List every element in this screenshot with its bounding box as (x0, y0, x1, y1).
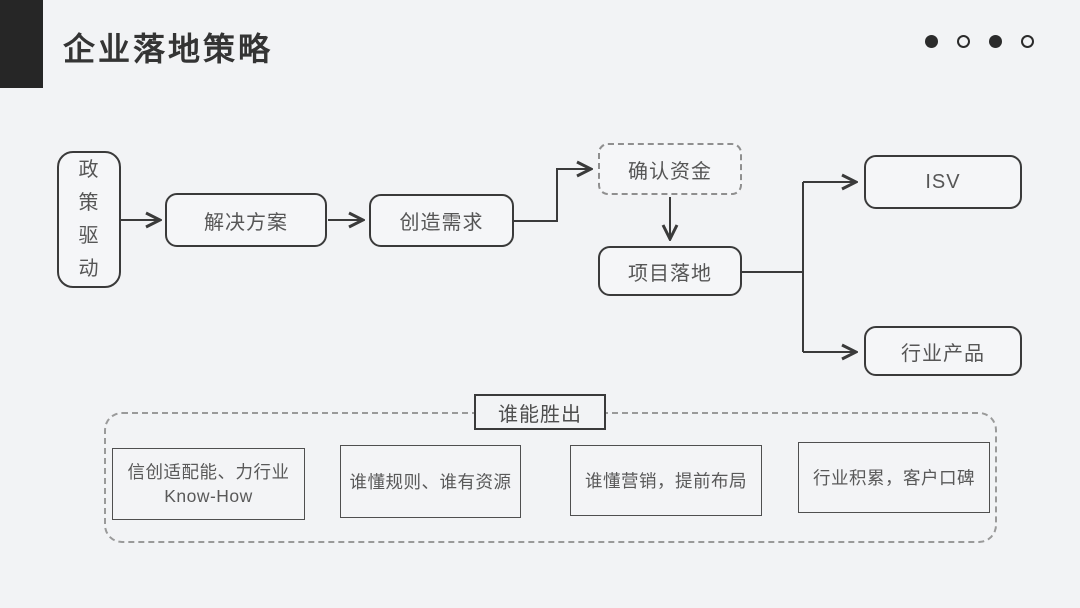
pagination-dot-hollow[interactable] (1021, 35, 1034, 48)
winners-title: 谁能胜出 (474, 394, 606, 430)
flow-node-industry-product-label: 行业产品 (901, 342, 985, 365)
winner-item-rules-resources: 谁懂规则、谁有资源 (340, 445, 521, 518)
flow-node-isv-label: ISV (925, 170, 961, 193)
winner-item-label: 信创适配能、力行业 (127, 462, 290, 482)
logo-block (0, 0, 43, 88)
pagination-dots (925, 35, 1034, 48)
edge-demand-funding (514, 169, 590, 222)
winner-item-label: 谁懂规则、谁有资源 (349, 471, 512, 492)
flow-node-policy-label: 政策驱动 (78, 158, 100, 280)
flow-node-policy: 政策驱动 (57, 151, 121, 288)
slide-title: 企业落地策略 (63, 31, 274, 67)
winner-item-label: 行业积累，客户口碑 (813, 467, 975, 488)
winner-item-xinchuang: 信创适配能、力行业 Know-How (112, 448, 305, 520)
winner-item-label: 谁懂营销，提前布局 (585, 470, 747, 491)
flow-node-industry-product: 行业产品 (864, 326, 1022, 376)
flow-node-isv: ISV (864, 155, 1022, 209)
flow-node-funding: 确认资金 (598, 143, 742, 195)
flow-node-landing: 项目落地 (598, 246, 742, 296)
flow-node-demand-label: 创造需求 (399, 212, 484, 234)
edge-landing-branch (742, 182, 804, 352)
flow-node-funding-label: 确认资金 (628, 160, 712, 183)
winner-item-marketing: 谁懂营销，提前布局 (570, 445, 762, 516)
pagination-dot-filled[interactable] (989, 35, 1002, 48)
flow-node-demand: 创造需求 (369, 194, 514, 247)
flow-node-landing-label: 项目落地 (628, 262, 712, 285)
flow-node-solution: 解决方案 (165, 193, 327, 247)
pagination-dot-hollow[interactable] (957, 35, 970, 48)
flow-node-solution-label: 解决方案 (204, 211, 288, 234)
winner-item-label: Know-How (164, 486, 253, 506)
winner-item-reputation: 行业积累，客户口碑 (798, 442, 990, 513)
pagination-dot-filled[interactable] (925, 35, 938, 48)
